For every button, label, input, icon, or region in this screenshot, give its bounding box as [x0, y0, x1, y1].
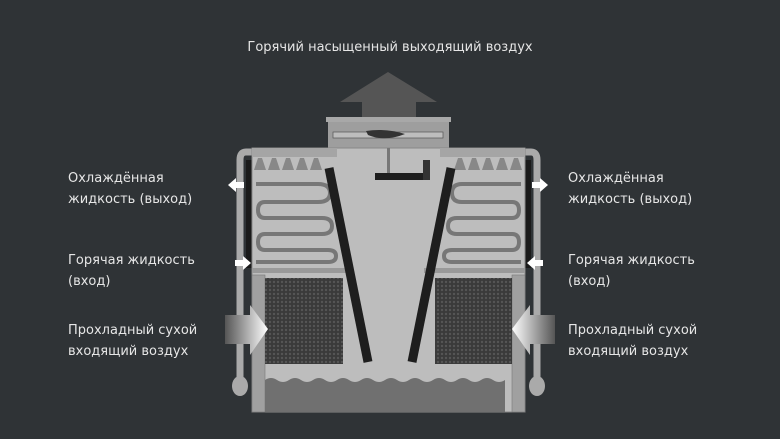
label-right-coolant-out: Охлаждённая жидкость (выход) [568, 168, 692, 210]
label-line: входящий воздух [568, 344, 689, 359]
right-drift-eliminator [407, 167, 456, 363]
label-line: жидкость (выход) [568, 192, 693, 207]
label-line: Прохладный сухой [68, 323, 198, 338]
right-hot-in-arrow-icon [527, 256, 543, 270]
left-drift-eliminator [324, 167, 373, 363]
label-right-hot-in: Горячая жидкость (вход) [568, 250, 695, 292]
label-line: (вход) [68, 274, 111, 289]
left-coil [255, 182, 339, 264]
right-coil [441, 182, 522, 264]
right-fill-media [435, 278, 512, 364]
label-line: Горячая жидкость [568, 253, 695, 268]
distribution-pipe [375, 173, 428, 180]
left-hot-in-arrow-icon [235, 256, 251, 270]
label-line: Охлаждённая [568, 171, 664, 186]
label-line: Прохладный сухой [568, 323, 698, 338]
left-fill-media [265, 278, 343, 364]
label-left-coolant-out: Охлаждённая жидкость (выход) [68, 168, 192, 210]
label-line: входящий воздух [68, 344, 189, 359]
diagram-title: Горячий насыщенный выходящий воздух [247, 40, 533, 55]
label-left-hot-in: Горячая жидкость (вход) [68, 250, 195, 292]
fan-icon [366, 130, 405, 139]
left-pipe [236, 148, 252, 380]
fan-housing [326, 117, 451, 148]
exhaust-arrow-icon [340, 72, 437, 117]
right-coolant-out-arrow-icon [532, 178, 548, 192]
label-left-air-in: Прохладный сухой входящий воздух [68, 320, 197, 362]
label-line: Горячая жидкость [68, 253, 195, 268]
label-line: жидкость (выход) [68, 192, 193, 207]
left-coolant-out-arrow-icon [228, 178, 244, 192]
left-air-in-arrow-icon [225, 305, 268, 355]
label-line: Охлаждённая [68, 171, 164, 186]
label-line: (вход) [568, 274, 611, 289]
right-pipe [525, 148, 541, 380]
water-basin [265, 378, 505, 412]
label-right-air-in: Прохладный сухой входящий воздух [568, 320, 697, 362]
right-air-in-arrow-icon [512, 305, 555, 355]
